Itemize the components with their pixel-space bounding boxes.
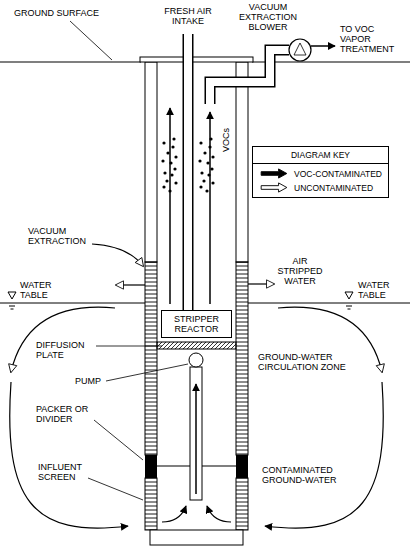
- leader-line: [70, 21, 112, 60]
- pump-label: PUMP: [75, 376, 135, 386]
- packer-label: PACKER OR DIVIDER: [36, 404, 111, 424]
- legend-row: UNCONTAMINATED: [259, 182, 382, 193]
- screen-label: INFLUENT SCREEN: [38, 462, 108, 482]
- plate-label: DIFFUSION PLATE: [36, 340, 111, 360]
- label-text: GROUND SURFACE: [14, 8, 99, 18]
- zone-label: GROUND-WATER CIRCULATION ZONE: [258, 352, 358, 372]
- stripper-reactor-box: STRIPPER REACTOR: [161, 310, 232, 338]
- intake-pipe: [183, 34, 194, 310]
- label-text: VACUUM EXTRACTION BLOWER: [239, 2, 297, 32]
- clean-arrow-sample: [259, 182, 289, 193]
- label-text: AIR STRIPPED WATER: [277, 256, 322, 286]
- well-screen: [145, 262, 157, 455]
- intake-label: FRESH AIR INTAKE: [153, 6, 223, 26]
- label-text: DIFFUSION PLATE: [36, 340, 85, 360]
- pump-pipe: [190, 367, 202, 500]
- legend-text: VOC-CONTAMINATED: [294, 169, 382, 179]
- flow-arrow: [195, 384, 197, 494]
- casing-wall: [145, 62, 157, 262]
- node-text: STRIPPER REACTOR: [164, 314, 229, 334]
- flow-arrow: [311, 45, 335, 47]
- voc-cloud: [198, 137, 214, 192]
- well-screen: [236, 262, 248, 455]
- blower-label: VACUUM EXTRACTION BLOWER: [237, 2, 299, 32]
- vapor-label: TO VOC VAPOR TREATMENT: [340, 24, 404, 54]
- label-text: VACUUM EXTRACTION: [28, 226, 86, 246]
- legend-row: VOC-CONTAMINATED: [259, 168, 382, 179]
- casing-wall: [236, 62, 248, 262]
- water-table-label: WATER TABLE: [20, 280, 60, 300]
- voc-label: VOCs: [221, 128, 231, 152]
- pump-symbol: [189, 353, 203, 367]
- label-text: VOCs: [221, 128, 231, 152]
- packer: [236, 455, 248, 478]
- label-text: FRESH AIR INTAKE: [164, 6, 212, 26]
- intake-pipe: [184, 34, 192, 310]
- leader-line: [96, 346, 162, 347]
- blower-symbol: [289, 39, 311, 61]
- legend-title-box: DIAGRAM KEY: [253, 149, 388, 164]
- extraction-label: VACUUM EXTRACTION: [28, 226, 106, 246]
- flow-arrow: [92, 244, 143, 266]
- ground-label: GROUND SURFACE: [14, 8, 114, 18]
- water-table-symbol: [345, 292, 353, 299]
- leader-line: [106, 364, 188, 381]
- divider-line: [157, 465, 236, 466]
- water-table-label: WATER TABLE: [358, 280, 398, 300]
- water-table-line: [0, 303, 410, 304]
- circulation-arrow: [11, 307, 115, 372]
- well-cap: [140, 57, 253, 62]
- legend-text: UNCONTAMINATED: [294, 183, 373, 193]
- label-text: WATER TABLE: [20, 280, 52, 300]
- label-text: GROUND-WATER CIRCULATION ZONE: [258, 352, 346, 372]
- stripped-water-label: AIR STRIPPED WATER: [273, 256, 328, 286]
- flow-arrow: [169, 108, 171, 304]
- clean-arrow-sample: [261, 183, 287, 192]
- water-table-symbol: [8, 292, 16, 299]
- label-text: CONTAMINATED GROUND-WATER: [262, 465, 337, 485]
- flow-arrow: [209, 112, 211, 304]
- label-text: TO VOC VAPOR TREATMENT: [340, 24, 394, 54]
- well-sump: [150, 530, 243, 545]
- label-text: PACKER OR DIVIDER: [36, 404, 88, 424]
- circulation-arrow: [265, 382, 383, 528]
- packer: [145, 455, 157, 478]
- groundwater-label: CONTAMINATED GROUND-WATER: [262, 465, 352, 485]
- flow-arrow: [207, 506, 231, 522]
- legend-title: DIAGRAM KEY: [291, 150, 350, 160]
- circulation-arrow: [10, 382, 128, 528]
- flow-arrow: [116, 284, 145, 285]
- leader-line: [94, 420, 143, 460]
- extraction-pipe: [210, 50, 289, 104]
- influent-screen: [145, 478, 157, 530]
- label-text: INFLUENT SCREEN: [38, 462, 82, 482]
- flow-arrow: [248, 283, 274, 284]
- leader-line: [88, 478, 143, 500]
- label-text: PUMP: [75, 376, 101, 386]
- diagram-key: DIAGRAM KEY VOC-CONTAMINATED UNCONTAMINATE…: [252, 146, 389, 198]
- contaminated-arrow-sample: [261, 169, 287, 178]
- voc-cloud: [161, 137, 177, 192]
- blower-symbol: [294, 43, 306, 55]
- flow-arrow: [162, 506, 186, 522]
- influent-screen: [236, 478, 248, 530]
- extraction-pipe: [210, 50, 289, 104]
- label-text: WATER TABLE: [358, 280, 390, 300]
- contaminated-arrow-sample: [259, 168, 289, 179]
- diffusion-plate: [157, 342, 236, 349]
